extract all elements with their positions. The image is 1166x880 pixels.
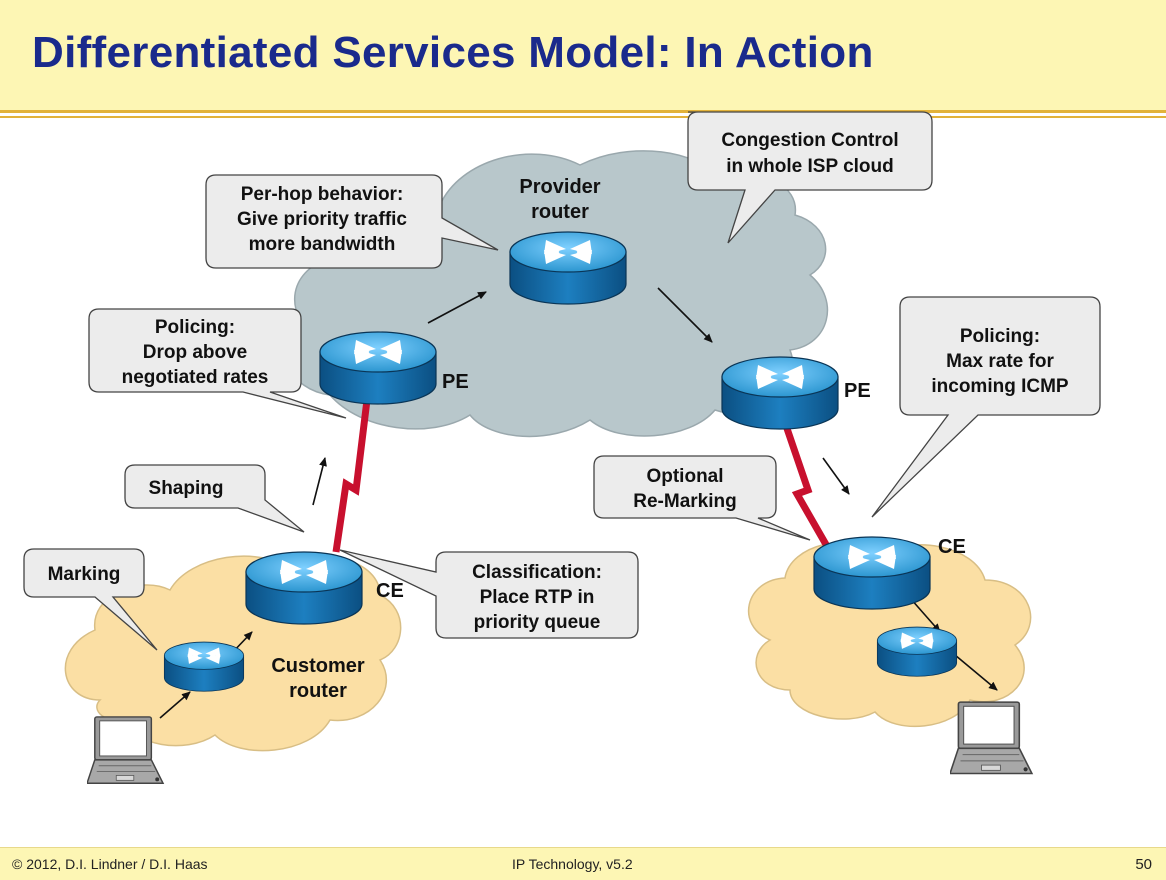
title-bar: Differentiated Services Model: In Action: [0, 0, 1166, 118]
arrow-pe-down: [822, 457, 850, 495]
callout-policing-right-line-1: Policing:: [960, 326, 1040, 347]
callout-congestion-line-1: Congestion Control: [721, 130, 898, 151]
arrow-provider-to-pe: [657, 287, 713, 343]
callout-remarking-line-1: Optional: [646, 466, 723, 487]
router-customer-left-icon: [163, 641, 245, 692]
footer-copyright: © 2012, D.I. Lindner / D.I. Haas: [12, 856, 208, 872]
pe-left-label: PE: [442, 371, 469, 393]
callout-classification-line-3: priority queue: [474, 612, 601, 633]
callout-policing-left: Policing: Drop above negotiated rates: [88, 308, 347, 419]
callout-policing-right-line-3: incoming ICMP: [931, 376, 1069, 397]
arrow-laptop-to-router: [159, 691, 191, 719]
router-pe-left-icon: [319, 331, 437, 405]
customer-router-label-line-1: Customer: [271, 655, 365, 677]
pe-right-label: PE: [844, 380, 871, 402]
callout-per-hop-line-1: Per-hop behavior:: [241, 184, 404, 205]
slide-title: Differentiated Services Model: In Action: [32, 28, 874, 77]
router-pe-right-icon: [721, 356, 839, 430]
footer-course-title: IP Technology, v5.2: [512, 856, 633, 872]
callout-policing-right: Policing: Max rate for incoming ICMP: [871, 296, 1101, 518]
ce-left-label: CE: [376, 580, 404, 602]
link-pe-ce-left: [332, 399, 371, 553]
router-provider-icon: [509, 231, 627, 305]
arrow-router-to-laptop: [954, 654, 998, 691]
customer-router-label-line-2: router: [289, 680, 347, 702]
router-customer-right-icon: [876, 626, 958, 677]
router-ce-right-icon: [813, 536, 931, 610]
callout-remarking-line-2: Re-Marking: [633, 491, 736, 512]
svg-text:Shaping: Shaping: [149, 478, 224, 499]
customer-router-label: Customer router: [271, 655, 365, 702]
callout-per-hop-line-3: more bandwidth: [249, 234, 396, 255]
svg-text:Marking: Marking: [48, 564, 121, 585]
callout-per-hop-line-2: Give priority traffic: [237, 209, 407, 230]
footer: © 2012, D.I. Lindner / D.I. Haas IP Tech…: [0, 847, 1166, 880]
callout-policing-left-line-1: Policing:: [155, 317, 235, 338]
ce-right-label: CE: [938, 536, 966, 558]
callout-classification-line-2: Place RTP in: [480, 587, 595, 608]
provider-router-label: Provider router: [519, 176, 600, 223]
callout-shaping-line-1: Shaping: [149, 478, 224, 499]
laptop-right-icon: [950, 701, 1033, 775]
arrow-pe-to-provider: [427, 291, 487, 324]
callout-shaping: Shaping: [124, 464, 305, 533]
callout-classification: Classification: Place RTP in priority queu…: [339, 549, 639, 639]
svg-text:Per-hop behavior:Give priority: Per-hop behavior: Give priority traffic mo…: [237, 184, 407, 255]
callout-policing-left-line-2: Drop above: [143, 342, 248, 363]
callout-marking: Marking: [23, 548, 158, 651]
provider-router-label-line-1: Provider: [519, 176, 600, 198]
callout-policing-right-line-2: Max rate for: [946, 351, 1054, 372]
footer-page-number: 50: [1135, 856, 1152, 873]
callout-classification-line-1: Classification:: [472, 562, 602, 583]
callout-per-hop-behavior: Per-hop behavior: Give priority traffic mo…: [205, 174, 499, 269]
provider-router-label-line-2: router: [531, 201, 589, 223]
link-pe-ce-right: [776, 406, 832, 550]
router-ce-left-icon: [245, 551, 363, 625]
callout-policing-left-line-3: negotiated rates: [122, 367, 269, 388]
callout-congestion-control: Congestion Control in whole ISP cloud: [687, 111, 933, 244]
callout-marking-line-1: Marking: [48, 564, 121, 585]
laptop-left-icon: [87, 716, 164, 784]
arrow-shaping: [312, 457, 327, 506]
callout-congestion-line-2: in whole ISP cloud: [726, 156, 894, 177]
